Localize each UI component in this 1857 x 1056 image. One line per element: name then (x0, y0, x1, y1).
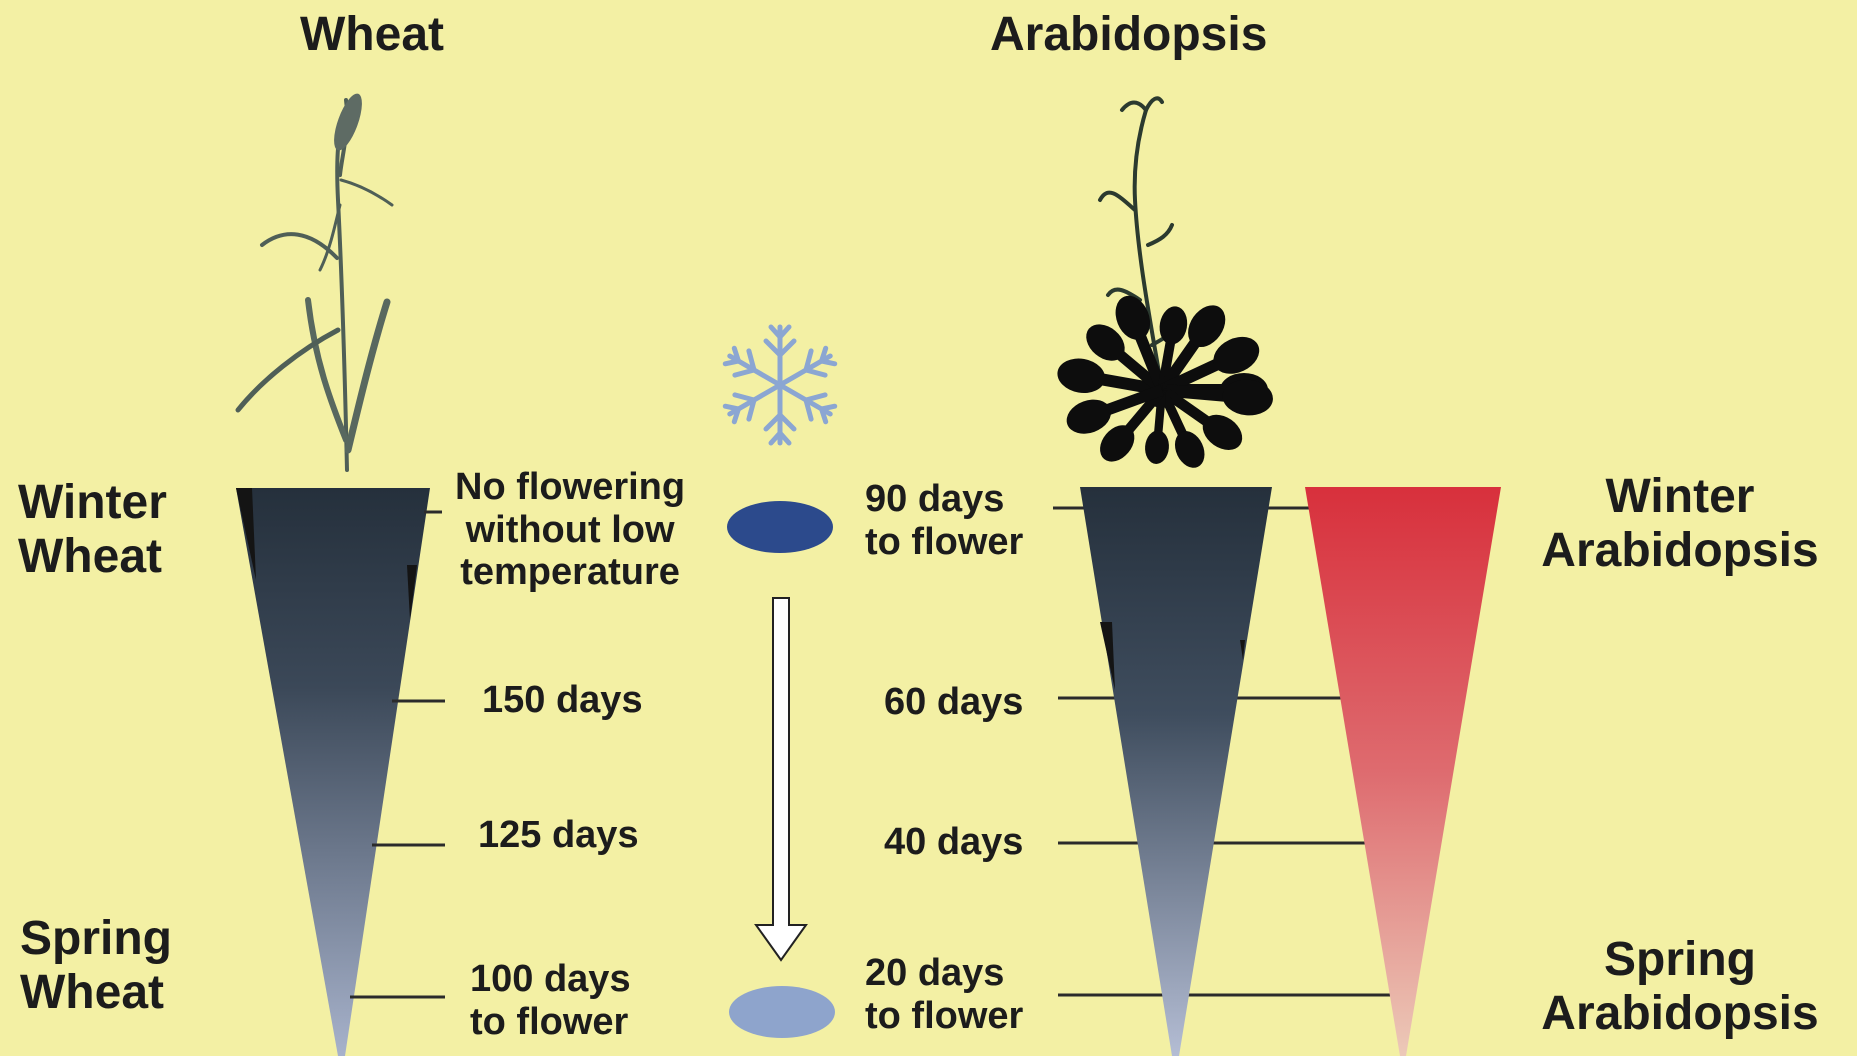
winter-wheat-label: Winter Wheat (18, 476, 167, 584)
spring-wheat-label: Spring Wheat (20, 912, 172, 1020)
low-temperature-ellipse (727, 501, 833, 553)
arabidopsis-scale-label-0: 90 days to flower (865, 478, 1023, 563)
warm-ellipse (729, 986, 835, 1038)
arabidopsis-dark-wedge (1080, 487, 1272, 1056)
arabidopsis-scale-label-2: 40 days (884, 821, 1023, 864)
wheat-scale-label-0: No flowering without low temperature (455, 466, 685, 594)
wheat-plant-icon (238, 90, 392, 470)
wheat-wedge (236, 488, 430, 1056)
arabidopsis-plant-icon (1055, 98, 1275, 472)
wheat-scale-label-1: 150 days (482, 679, 643, 722)
arabidopsis-scale-label-1: 60 days (884, 681, 1023, 724)
down-arrow-icon (756, 598, 806, 960)
spring-arabidopsis-label: Spring Arabidopsis (1520, 933, 1840, 1041)
wheat-title: Wheat (300, 8, 444, 62)
wheat-scale-label-3: 100 days to flower (470, 958, 631, 1043)
snowflake-icon (723, 327, 837, 443)
winter-arabidopsis-label: Winter Arabidopsis (1520, 470, 1840, 578)
arabidopsis-title: Arabidopsis (990, 8, 1267, 62)
wheat-scale-label-2: 125 days (478, 814, 639, 857)
arabidopsis-red-wedge (1305, 487, 1501, 1056)
arabidopsis-scale-label-3: 20 days to flower (865, 952, 1023, 1037)
